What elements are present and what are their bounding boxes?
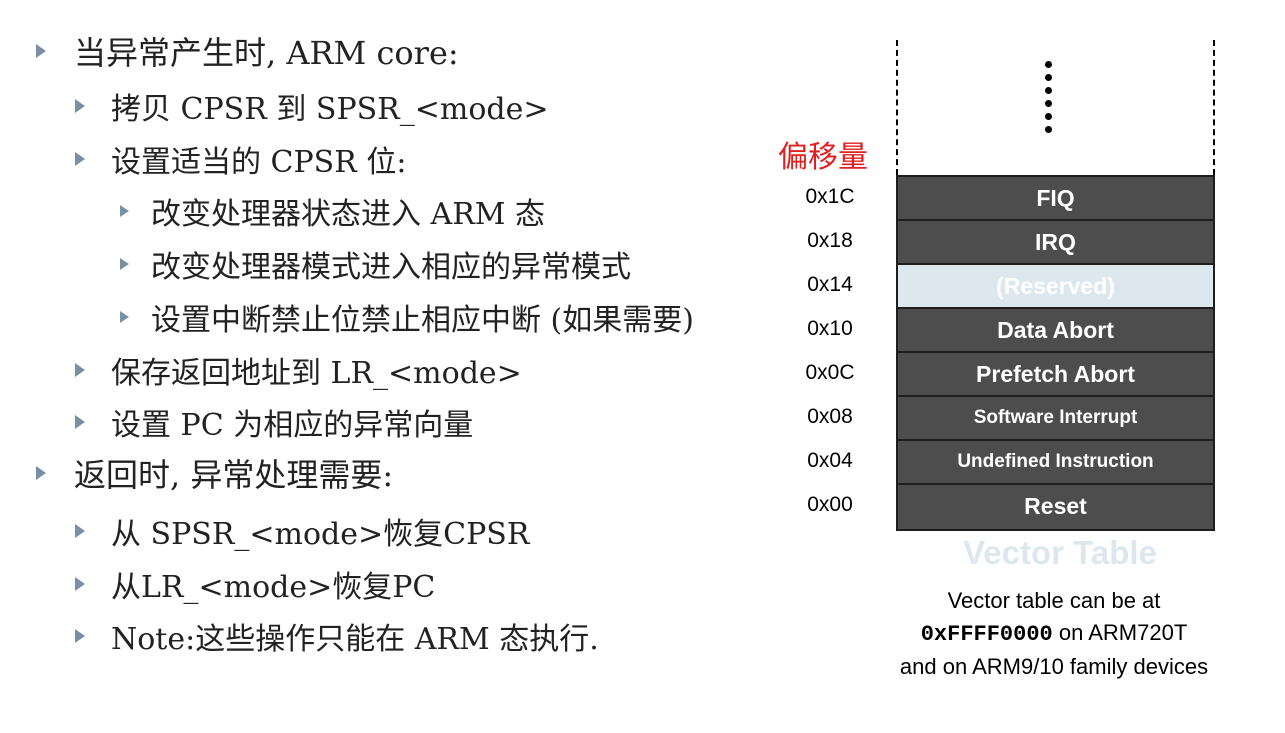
offset-label: 0x00 <box>807 493 853 516</box>
bullet-save-return: 保存返回地址到 LR_<mode> <box>75 348 522 392</box>
bullet-triangle-icon <box>75 577 85 591</box>
bullet-text: 设置中断禁止位禁止相应中断 (如果需要) <box>151 303 694 338</box>
offset-label: 0x04 <box>807 449 853 472</box>
offset-label: 0x0C <box>805 361 855 384</box>
vector-table: FIQ IRQ (Reserved) Data Abort Prefetch A… <box>896 175 1215 531</box>
bullet-triangle-icon <box>120 205 129 217</box>
offset-label: 0x08 <box>807 405 853 428</box>
offset-label: 0x1C <box>805 185 855 208</box>
offset-column: 0x1C 0x18 0x14 0x10 0x0C 0x08 0x04 0x00 <box>790 175 870 527</box>
bullet-triangle-icon <box>75 524 85 538</box>
vector-cell-undefined-instruction: Undefined Instruction <box>898 441 1213 485</box>
offset-label: 0x10 <box>807 317 853 340</box>
bullet-text: 拷贝 CPSR 到 SPSR_<mode> <box>111 92 549 127</box>
vector-table-title: Vector Table <box>963 534 1157 571</box>
bullet-text: 设置适当的 CPSR 位: <box>111 145 407 180</box>
vector-cell-reset: Reset <box>898 485 1213 529</box>
note-address-suffix: on ARM720T <box>1052 620 1188 645</box>
bullet-triangle-icon <box>75 363 85 377</box>
bullet-exception-mode: 改变处理器模式进入相应的异常模式 <box>120 242 631 286</box>
bullet-text: 从 SPSR_<mode>恢复CPSR <box>111 517 530 552</box>
bullet-copy-cpsr: 拷贝 CPSR 到 SPSR_<mode> <box>75 84 549 128</box>
bullet-text: 从LR_<mode>恢复PC <box>111 570 436 605</box>
bullet-set-pc: 设置 PC 为相应的异常向量 <box>75 400 473 444</box>
bullet-disable-interrupt: 设置中断禁止位禁止相应中断 (如果需要) <box>120 295 694 339</box>
bullet-on-exception: 当异常产生时, ARM core: <box>36 28 459 74</box>
bullet-text: 保存返回地址到 LR_<mode> <box>111 356 522 391</box>
bullet-on-return: 返回时, 异常处理需要: <box>36 450 393 496</box>
bullet-triangle-icon <box>120 311 129 323</box>
offset-label: 0x14 <box>807 273 853 296</box>
left-dashed-line <box>896 40 898 175</box>
ellipsis-dot <box>1045 74 1052 81</box>
vector-cell-data-abort: Data Abort <box>898 309 1213 353</box>
right-dashed-line <box>1213 40 1215 175</box>
bullet-triangle-icon <box>75 152 85 166</box>
bullet-triangle-icon <box>36 44 46 58</box>
bullet-text: 改变处理器状态进入 ARM 态 <box>151 197 546 232</box>
bullet-triangle-icon <box>75 99 85 113</box>
ellipsis-dot <box>1045 100 1052 107</box>
bullet-arm-state: 改变处理器状态进入 ARM 态 <box>120 189 545 233</box>
bullet-restore-pc: 从LR_<mode>恢复PC <box>75 562 435 606</box>
bullet-restore-cpsr: 从 SPSR_<mode>恢复CPSR <box>75 509 529 553</box>
vector-cell-irq: IRQ <box>898 221 1213 265</box>
vector-cell-reserved: (Reserved) <box>898 265 1213 309</box>
offset-title: 偏移量 <box>778 140 868 175</box>
ellipsis-dot <box>1045 61 1052 68</box>
bullet-triangle-icon <box>75 629 85 643</box>
vector-cell-software-interrupt: Software Interrupt <box>898 397 1213 441</box>
note-line-1: Vector table can be at <box>947 588 1161 613</box>
offset-label: 0x18 <box>807 229 853 252</box>
bullet-triangle-icon <box>36 466 46 480</box>
vector-cell-prefetch-abort: Prefetch Abort <box>898 353 1213 397</box>
bullet-text: 设置 PC 为相应的异常向量 <box>111 408 474 443</box>
ellipsis-dot <box>1045 126 1052 133</box>
bullet-text: 当异常产生时, ARM core: <box>74 34 459 72</box>
vector-cell-fiq: FIQ <box>898 177 1213 221</box>
ellipsis-dot <box>1045 87 1052 94</box>
bullet-text: 改变处理器模式进入相应的异常模式 <box>151 250 631 285</box>
bullet-note: Note:这些操作只能在 ARM 态执行. <box>75 614 599 658</box>
bullet-text: 返回时, 异常处理需要: <box>74 456 394 494</box>
note-line-3: and on ARM9/10 family devices <box>899 654 1209 679</box>
bullet-set-cpsr-bits: 设置适当的 CPSR 位: <box>75 137 406 181</box>
bullet-text: Note:这些操作只能在 ARM 态执行. <box>111 622 599 657</box>
bullet-triangle-icon <box>75 415 85 429</box>
note-address: 0xFFFF0000 <box>920 622 1053 647</box>
vector-table-note: Vector table can be at 0xFFFF0000 on ARM… <box>850 585 1258 683</box>
ellipsis-dot <box>1045 113 1052 120</box>
bullet-triangle-icon <box>120 258 129 270</box>
note-line-2: 0xFFFF0000 on ARM720T <box>850 617 1258 651</box>
